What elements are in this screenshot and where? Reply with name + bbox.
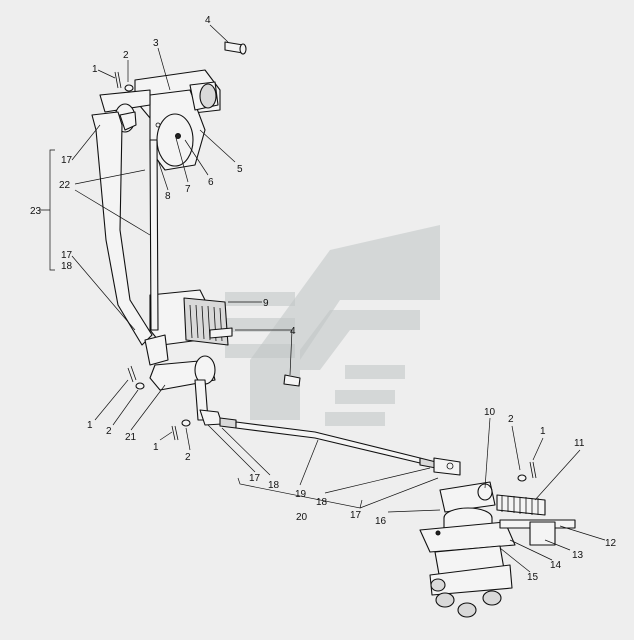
callout-3: 3: [153, 38, 159, 49]
callout-11: 11: [574, 438, 585, 449]
callout-2-top: 2: [123, 50, 129, 61]
callout-17-mid: 17: [61, 250, 73, 261]
callout-8: 8: [165, 191, 171, 202]
cotter-pin-top: [114, 71, 134, 92]
callout-4-top: 4: [205, 15, 211, 26]
callout-1-right: 1: [540, 426, 546, 437]
watermark-logo: [225, 225, 440, 426]
return-spring: [477, 483, 576, 546]
callout-15: 15: [527, 572, 539, 583]
callout-18-mid: 18: [61, 261, 73, 272]
callout-20: 20: [296, 512, 308, 523]
callout-18-right: 18: [316, 497, 328, 508]
callout-9: 9: [263, 298, 269, 309]
callout-17-right: 17: [350, 510, 362, 521]
lower-pivot-lever: [144, 334, 216, 421]
callout-2-right: 2: [508, 414, 514, 425]
pedal-lever: [91, 111, 229, 346]
callout-4-middle: 4: [290, 326, 296, 337]
callout-12: 12: [605, 538, 617, 549]
callout-17-lower: 17: [249, 473, 261, 484]
callout-labels: 1 2 3 4 5 6 7 8 9 4 17 22 23 17 18 1 2 2…: [30, 15, 617, 583]
callout-14: 14: [550, 560, 562, 571]
tie-rod: [199, 409, 461, 476]
callout-1-top: 1: [92, 64, 98, 75]
callout-13: 13: [572, 550, 584, 561]
callout-21: 21: [125, 432, 137, 443]
callout-23: 23: [30, 206, 42, 217]
callout-16: 16: [375, 516, 387, 527]
pin-top: [224, 41, 247, 55]
callout-18-lower: 18: [268, 480, 280, 491]
callout-22: 22: [59, 180, 71, 191]
callout-10: 10: [484, 407, 496, 418]
callout-2-lower: 2: [185, 452, 191, 463]
callout-17-top: 17: [61, 155, 73, 166]
callout-2-left: 2: [106, 426, 112, 437]
leader-lines: [40, 24, 606, 573]
rod: [149, 139, 159, 331]
callout-19: 19: [295, 489, 307, 500]
callout-1-lower: 1: [153, 442, 159, 453]
callout-6: 6: [208, 177, 214, 188]
cotter-pin-left: [127, 365, 191, 441]
callout-5: 5: [237, 164, 243, 175]
cotter-pin-right: [517, 461, 537, 482]
callout-1-left: 1: [87, 420, 93, 431]
callout-7: 7: [185, 184, 191, 195]
brake-valve: [419, 481, 516, 618]
pin-middle: [209, 327, 301, 387]
